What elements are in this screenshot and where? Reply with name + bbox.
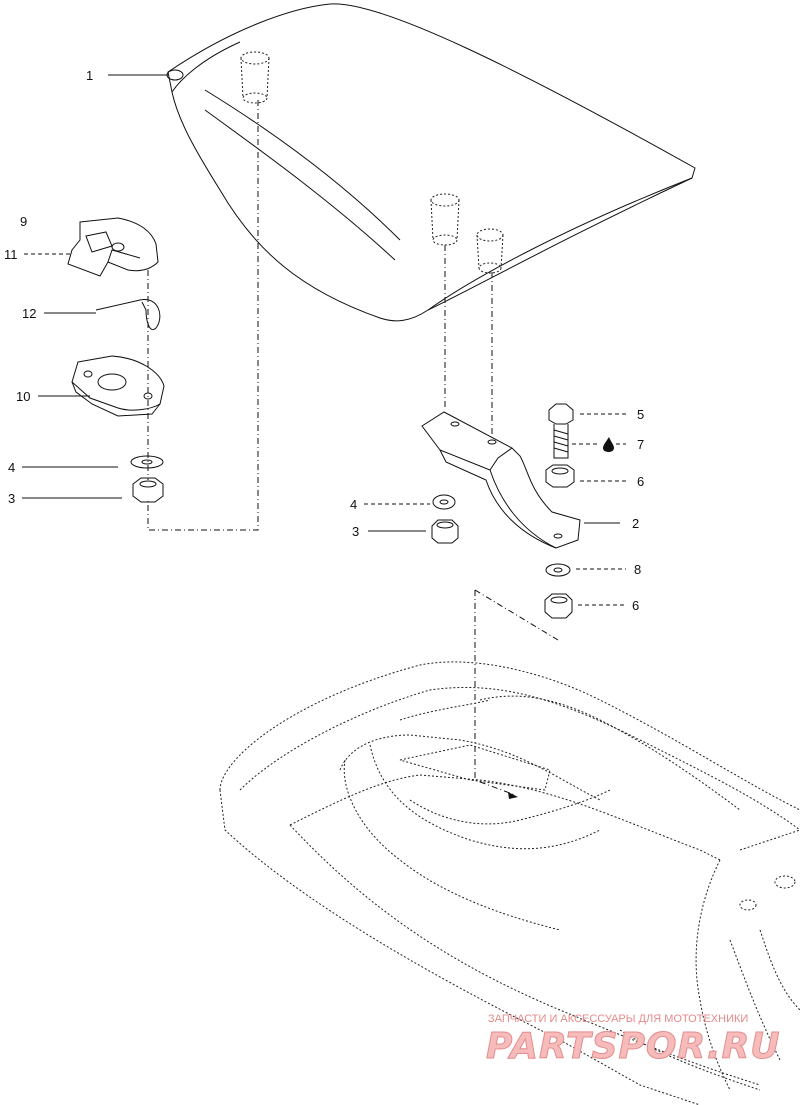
centerline-left	[147, 100, 259, 531]
latch-base	[71, 355, 165, 417]
seat-post-right	[476, 228, 504, 274]
callout-9: 9	[20, 214, 27, 229]
callout-3-left: 3	[8, 491, 15, 506]
lock-washer	[545, 563, 571, 577]
centerline-bracket	[474, 589, 559, 796]
callout-7: 7	[637, 437, 644, 452]
callout-1: 1	[86, 68, 93, 83]
callout-4-left: 4	[8, 460, 15, 475]
arrow-head	[508, 792, 518, 799]
nut-upper	[545, 464, 575, 488]
hook-wire	[95, 299, 161, 330]
seat-post-middle	[430, 193, 460, 246]
callout-5: 5	[637, 407, 644, 422]
washer-left	[130, 455, 164, 469]
callout-10: 10	[16, 389, 30, 404]
callout-6-lower: 6	[632, 598, 639, 613]
drop-icon	[603, 437, 614, 452]
callout-6-upper: 6	[637, 474, 644, 489]
nut-lower	[544, 593, 573, 619]
hull-outline	[219, 661, 800, 1105]
washer-middle	[432, 494, 456, 510]
seat-cover	[166, 3, 696, 322]
latch-plate	[67, 217, 159, 277]
callout-12: 12	[22, 306, 36, 321]
seat-post-left	[240, 51, 270, 104]
watermark-logo: PARTSPOR.RU	[486, 1026, 781, 1067]
watermark-tagline: ЗАПЧАСТИ И АКСЕССУАРЫ ДЛЯ МОТОТЕХНИКИ	[488, 1013, 748, 1025]
nut-middle	[431, 519, 459, 544]
callout-2: 2	[632, 516, 639, 531]
bolt	[548, 403, 574, 459]
callout-4-middle: 4	[350, 497, 357, 512]
callout-3-middle: 3	[352, 524, 359, 539]
nut-left	[132, 477, 164, 503]
callout-8: 8	[634, 562, 641, 577]
bracket	[421, 411, 581, 549]
callout-11: 11	[4, 247, 18, 262]
